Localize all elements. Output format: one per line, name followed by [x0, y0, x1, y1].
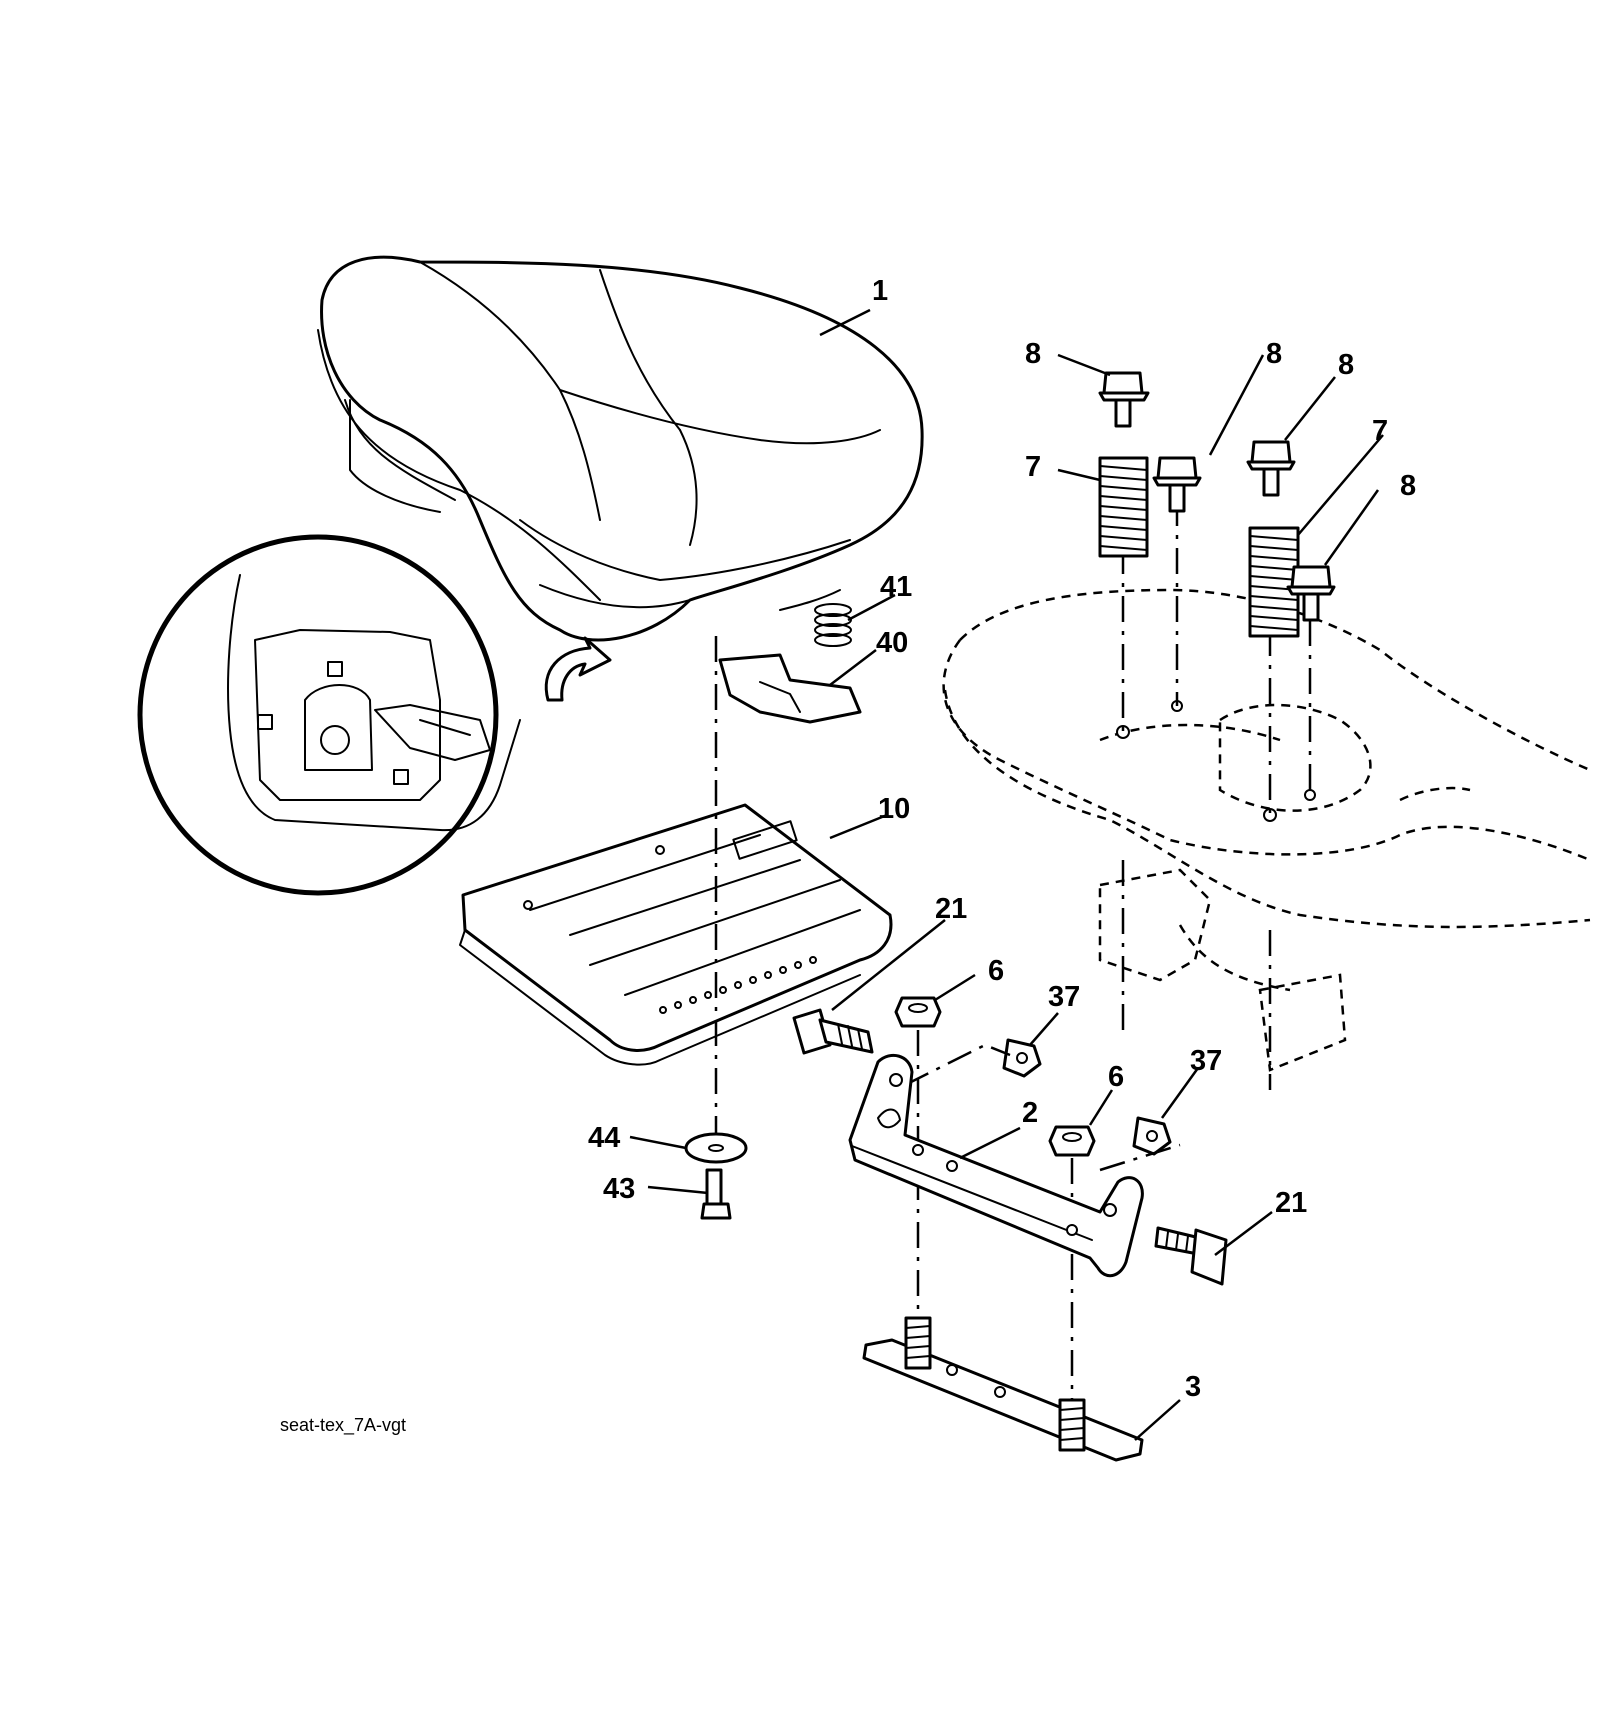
- bracket: [848, 1053, 1144, 1278]
- bolt-d: [1286, 565, 1336, 622]
- callout-washer: 44: [588, 1122, 620, 1154]
- seat-pan: [459, 803, 893, 1066]
- callout-bolt-c: 8: [1338, 349, 1354, 381]
- callout-seat: 1: [872, 275, 888, 307]
- callout-seat-switch: 40: [876, 627, 908, 659]
- drawing-code: seat-tex_7A-vgt: [280, 1415, 406, 1436]
- callout-screw: 43: [603, 1173, 635, 1205]
- base-plate: [862, 1316, 1144, 1462]
- callout-pivot-bolt-lower: 21: [1275, 1187, 1307, 1219]
- spring-right: [1248, 526, 1300, 638]
- spring-left: [1098, 456, 1149, 558]
- callout-bracket: 2: [1022, 1097, 1038, 1129]
- callout-spring-right: 7: [1372, 415, 1388, 447]
- detail-view: [137, 534, 612, 896]
- pivot-bolt-lower: [1154, 1226, 1228, 1286]
- bolt-c: [1246, 440, 1296, 497]
- nut-left: [894, 996, 942, 1028]
- locknut-right: [1132, 1116, 1172, 1156]
- callout-nut-left: 6: [988, 955, 1004, 987]
- callout-switch-spring: 41: [880, 571, 912, 603]
- callout-bolt-d: 8: [1400, 470, 1416, 502]
- locknut-left: [1002, 1038, 1042, 1078]
- assembly-line-locknut-left: [904, 1043, 1011, 1087]
- callout-nut-right: 6: [1108, 1061, 1124, 1093]
- screw: [700, 1168, 732, 1220]
- seat: [317, 255, 924, 642]
- callout-labels: 1 2 3 6 6 7 7 8 8 8 8 10 21 21 37 37 40 …: [588, 275, 1416, 1403]
- callout-locknut-left: 37: [1048, 981, 1080, 1013]
- callout-pivot-bolt-upper: 21: [935, 893, 967, 925]
- mower-deck-outline: [942, 588, 1591, 1072]
- callout-bolt-b: 8: [1266, 338, 1282, 370]
- pivot-bolt-upper: [792, 1008, 874, 1055]
- seat-switch: [718, 653, 862, 724]
- bolt-a: [1098, 371, 1150, 428]
- callout-spring-left: 7: [1025, 451, 1041, 483]
- callout-seat-pan: 10: [878, 793, 910, 825]
- callout-locknut-right: 37: [1190, 1045, 1222, 1077]
- callout-bolt-a: 8: [1025, 338, 1041, 370]
- assembly-line-locknut-right: [1099, 1143, 1181, 1172]
- leader-lines: [629, 308, 1384, 1441]
- switch-spring: [814, 603, 852, 647]
- callout-base-plate: 3: [1185, 1371, 1201, 1403]
- washer: [684, 1132, 748, 1164]
- nut-right: [1048, 1125, 1096, 1157]
- bolt-b: [1152, 456, 1202, 513]
